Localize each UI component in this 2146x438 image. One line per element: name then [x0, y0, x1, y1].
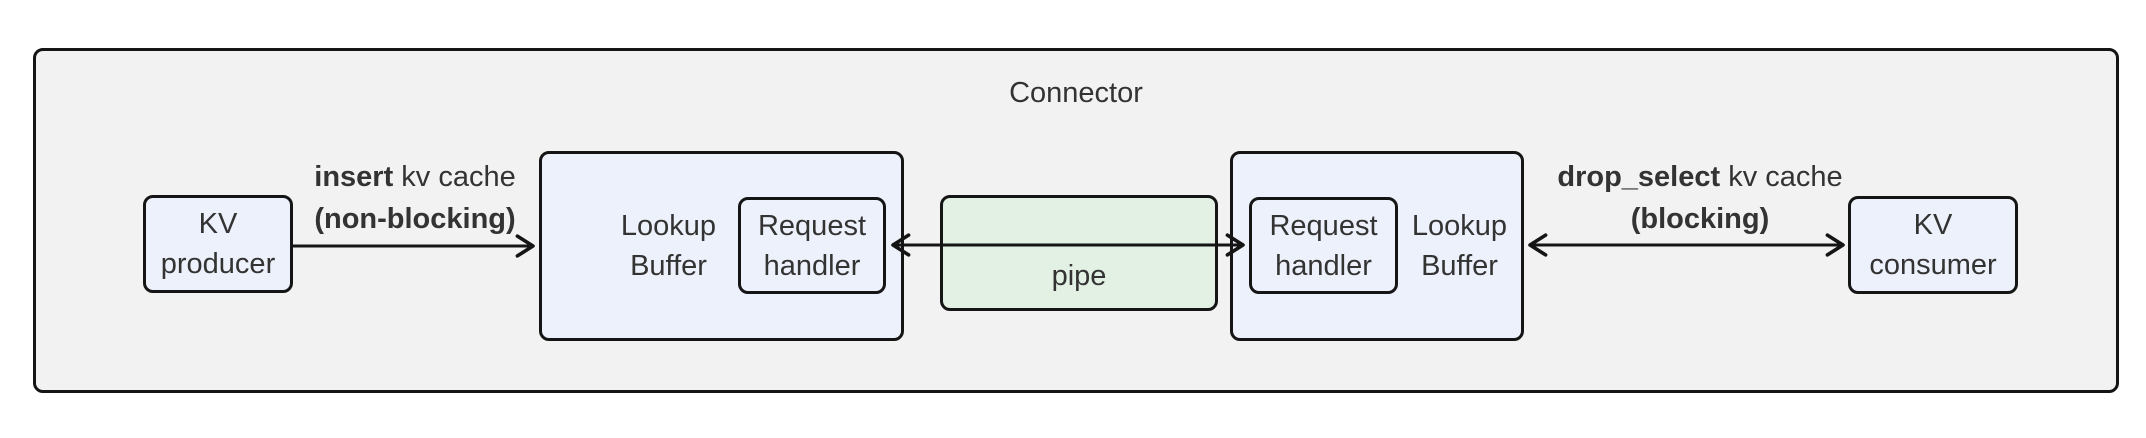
- edge-label-drop-select-verb: drop_select: [1557, 161, 1721, 193]
- request-handler-right-label-line2: handler: [1275, 249, 1372, 282]
- kv-consumer-label-line1: KV: [1913, 209, 1953, 241]
- request-handler-right-label: Request handler: [1269, 206, 1377, 286]
- kv-producer-label: KV producer: [161, 204, 275, 284]
- edge-label-drop-select-qualifier: (blocking): [1630, 203, 1770, 235]
- request-handler-right-label-line1: Request: [1269, 209, 1378, 242]
- pipe-label: pipe: [1051, 260, 1107, 292]
- edge-label-insert-line2: (non-blocking): [314, 198, 515, 240]
- kv-consumer-label: KV consumer: [1869, 205, 1996, 285]
- request-handler-right-node: Request handler: [1249, 197, 1398, 294]
- pipe-node: pipe: [940, 195, 1218, 311]
- kv-consumer-node: KV consumer: [1848, 196, 2018, 294]
- kv-producer-label-line1: KV: [198, 208, 238, 240]
- lookup-buffer-left-label-line2: Buffer: [630, 250, 707, 282]
- lookup-buffer-right-label-line1: Lookup: [1411, 210, 1508, 242]
- connector-title: Connector: [1009, 77, 1143, 109]
- edge-label-drop-select-line2: (blocking): [1557, 198, 1842, 240]
- request-handler-left-label-line2: handler: [763, 249, 861, 282]
- edge-label-drop-select: drop_select kv cache (blocking): [1557, 156, 1842, 240]
- edge-label-insert-qualifier: (non-blocking): [314, 203, 516, 235]
- edge-label-drop-select-rest: kv cache: [1720, 161, 1843, 193]
- edge-label-insert: insert kv cache (non-blocking): [314, 156, 515, 240]
- lookup-buffer-right-node: Request handler Lookup Buffer: [1230, 151, 1524, 341]
- kv-producer-node: KV producer: [143, 195, 293, 293]
- edge-label-drop-select-line1: drop_select kv cache: [1557, 156, 1842, 198]
- request-handler-left-node: Request handler: [738, 197, 886, 294]
- request-handler-left-label-line1: Request: [757, 209, 866, 242]
- lookup-buffer-left-label: Lookup Buffer: [569, 154, 768, 338]
- lookup-buffer-right-label-line2: Buffer: [1421, 250, 1498, 282]
- edge-label-insert-rest: kv cache: [393, 161, 516, 193]
- kv-consumer-label-line2: consumer: [1869, 249, 1997, 281]
- lookup-buffer-left-label-line1: Lookup: [620, 210, 717, 242]
- edge-label-insert-line1: insert kv cache: [314, 156, 515, 198]
- lookup-buffer-left-node: Lookup Buffer Request handler: [539, 151, 904, 341]
- lookup-buffer-right-label: Lookup Buffer: [1398, 154, 1521, 338]
- request-handler-left-label: Request handler: [758, 206, 866, 286]
- edge-label-insert-verb: insert: [314, 161, 394, 193]
- kv-producer-label-line2: producer: [160, 248, 276, 280]
